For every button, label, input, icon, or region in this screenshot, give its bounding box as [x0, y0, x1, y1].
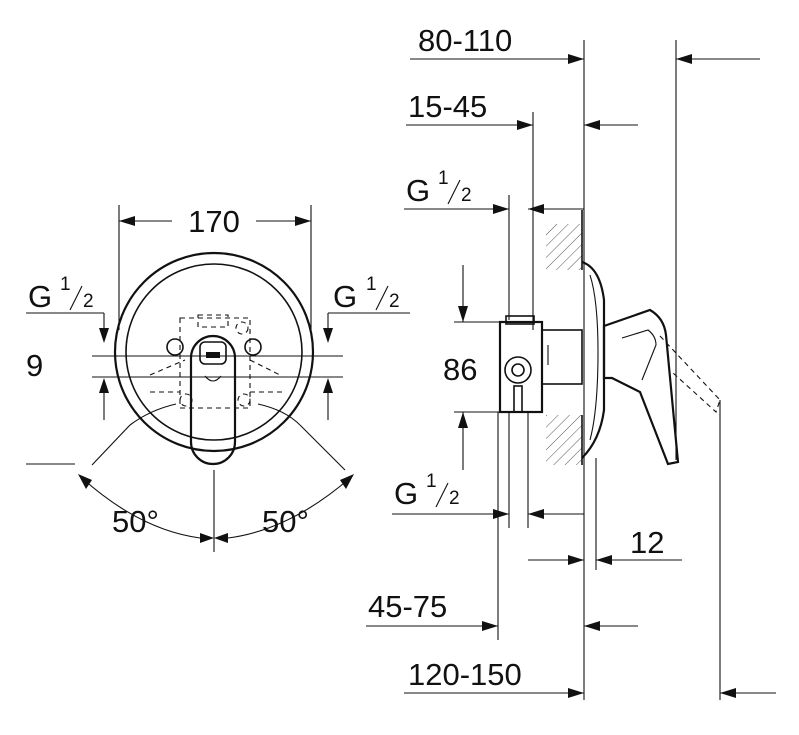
- svg-text:2: 2: [83, 291, 94, 312]
- lever-handle: [189, 334, 237, 466]
- svg-text:1: 1: [60, 274, 71, 295]
- offset-9-label: 9: [26, 348, 43, 383]
- svg-text:G: G: [406, 173, 430, 208]
- svg-text:1: 1: [426, 471, 437, 492]
- wall-hatch-top: [546, 224, 582, 270]
- escutcheon-inner: [125, 263, 303, 441]
- depth-wall-label: 15-45: [408, 89, 487, 124]
- side-view: 80-110 15-45 G 1 2 86 G 1: [366, 23, 776, 700]
- lever-profile: [602, 308, 680, 466]
- outlet-connection: [504, 356, 532, 384]
- svg-text:1: 1: [366, 274, 377, 295]
- thread-right-label: G 1 2: [333, 274, 400, 314]
- svg-text:1: 1: [438, 168, 449, 189]
- overall-depth-label: 120-150: [408, 657, 522, 692]
- height-86-label: 86: [443, 352, 477, 387]
- thread-bottom-label: G 1 2: [394, 471, 460, 511]
- svg-text:2: 2: [449, 488, 460, 509]
- thread-top-label: G 1 2: [406, 168, 472, 208]
- plate-12-label: 12: [630, 525, 664, 560]
- depth-total-label: 80-110: [418, 23, 512, 58]
- body-depth-label: 45-75: [368, 589, 447, 624]
- svg-text:2: 2: [389, 291, 400, 312]
- angle-left-label: 50°: [112, 504, 159, 539]
- valve-body: [498, 320, 544, 414]
- handle-indicator: [206, 352, 220, 358]
- escutcheon-outer: [113, 251, 315, 453]
- wall-hatch-bottom: [546, 415, 582, 465]
- angle-right-label: 50°: [262, 504, 309, 539]
- thread-left-label: G 1 2: [28, 274, 94, 314]
- svg-text:G: G: [28, 279, 52, 314]
- hidden-valve-body: [179, 317, 251, 409]
- svg-text:G: G: [394, 476, 418, 511]
- connection-left: [166, 338, 184, 356]
- connection-right: [244, 338, 262, 356]
- width-170-label: 170: [188, 204, 240, 239]
- svg-text:G: G: [333, 279, 357, 314]
- svg-text:2: 2: [461, 185, 472, 206]
- front-view: 170 G 1 2 G 1 2 9: [26, 204, 410, 552]
- lever-rotated-dashed: [659, 335, 721, 413]
